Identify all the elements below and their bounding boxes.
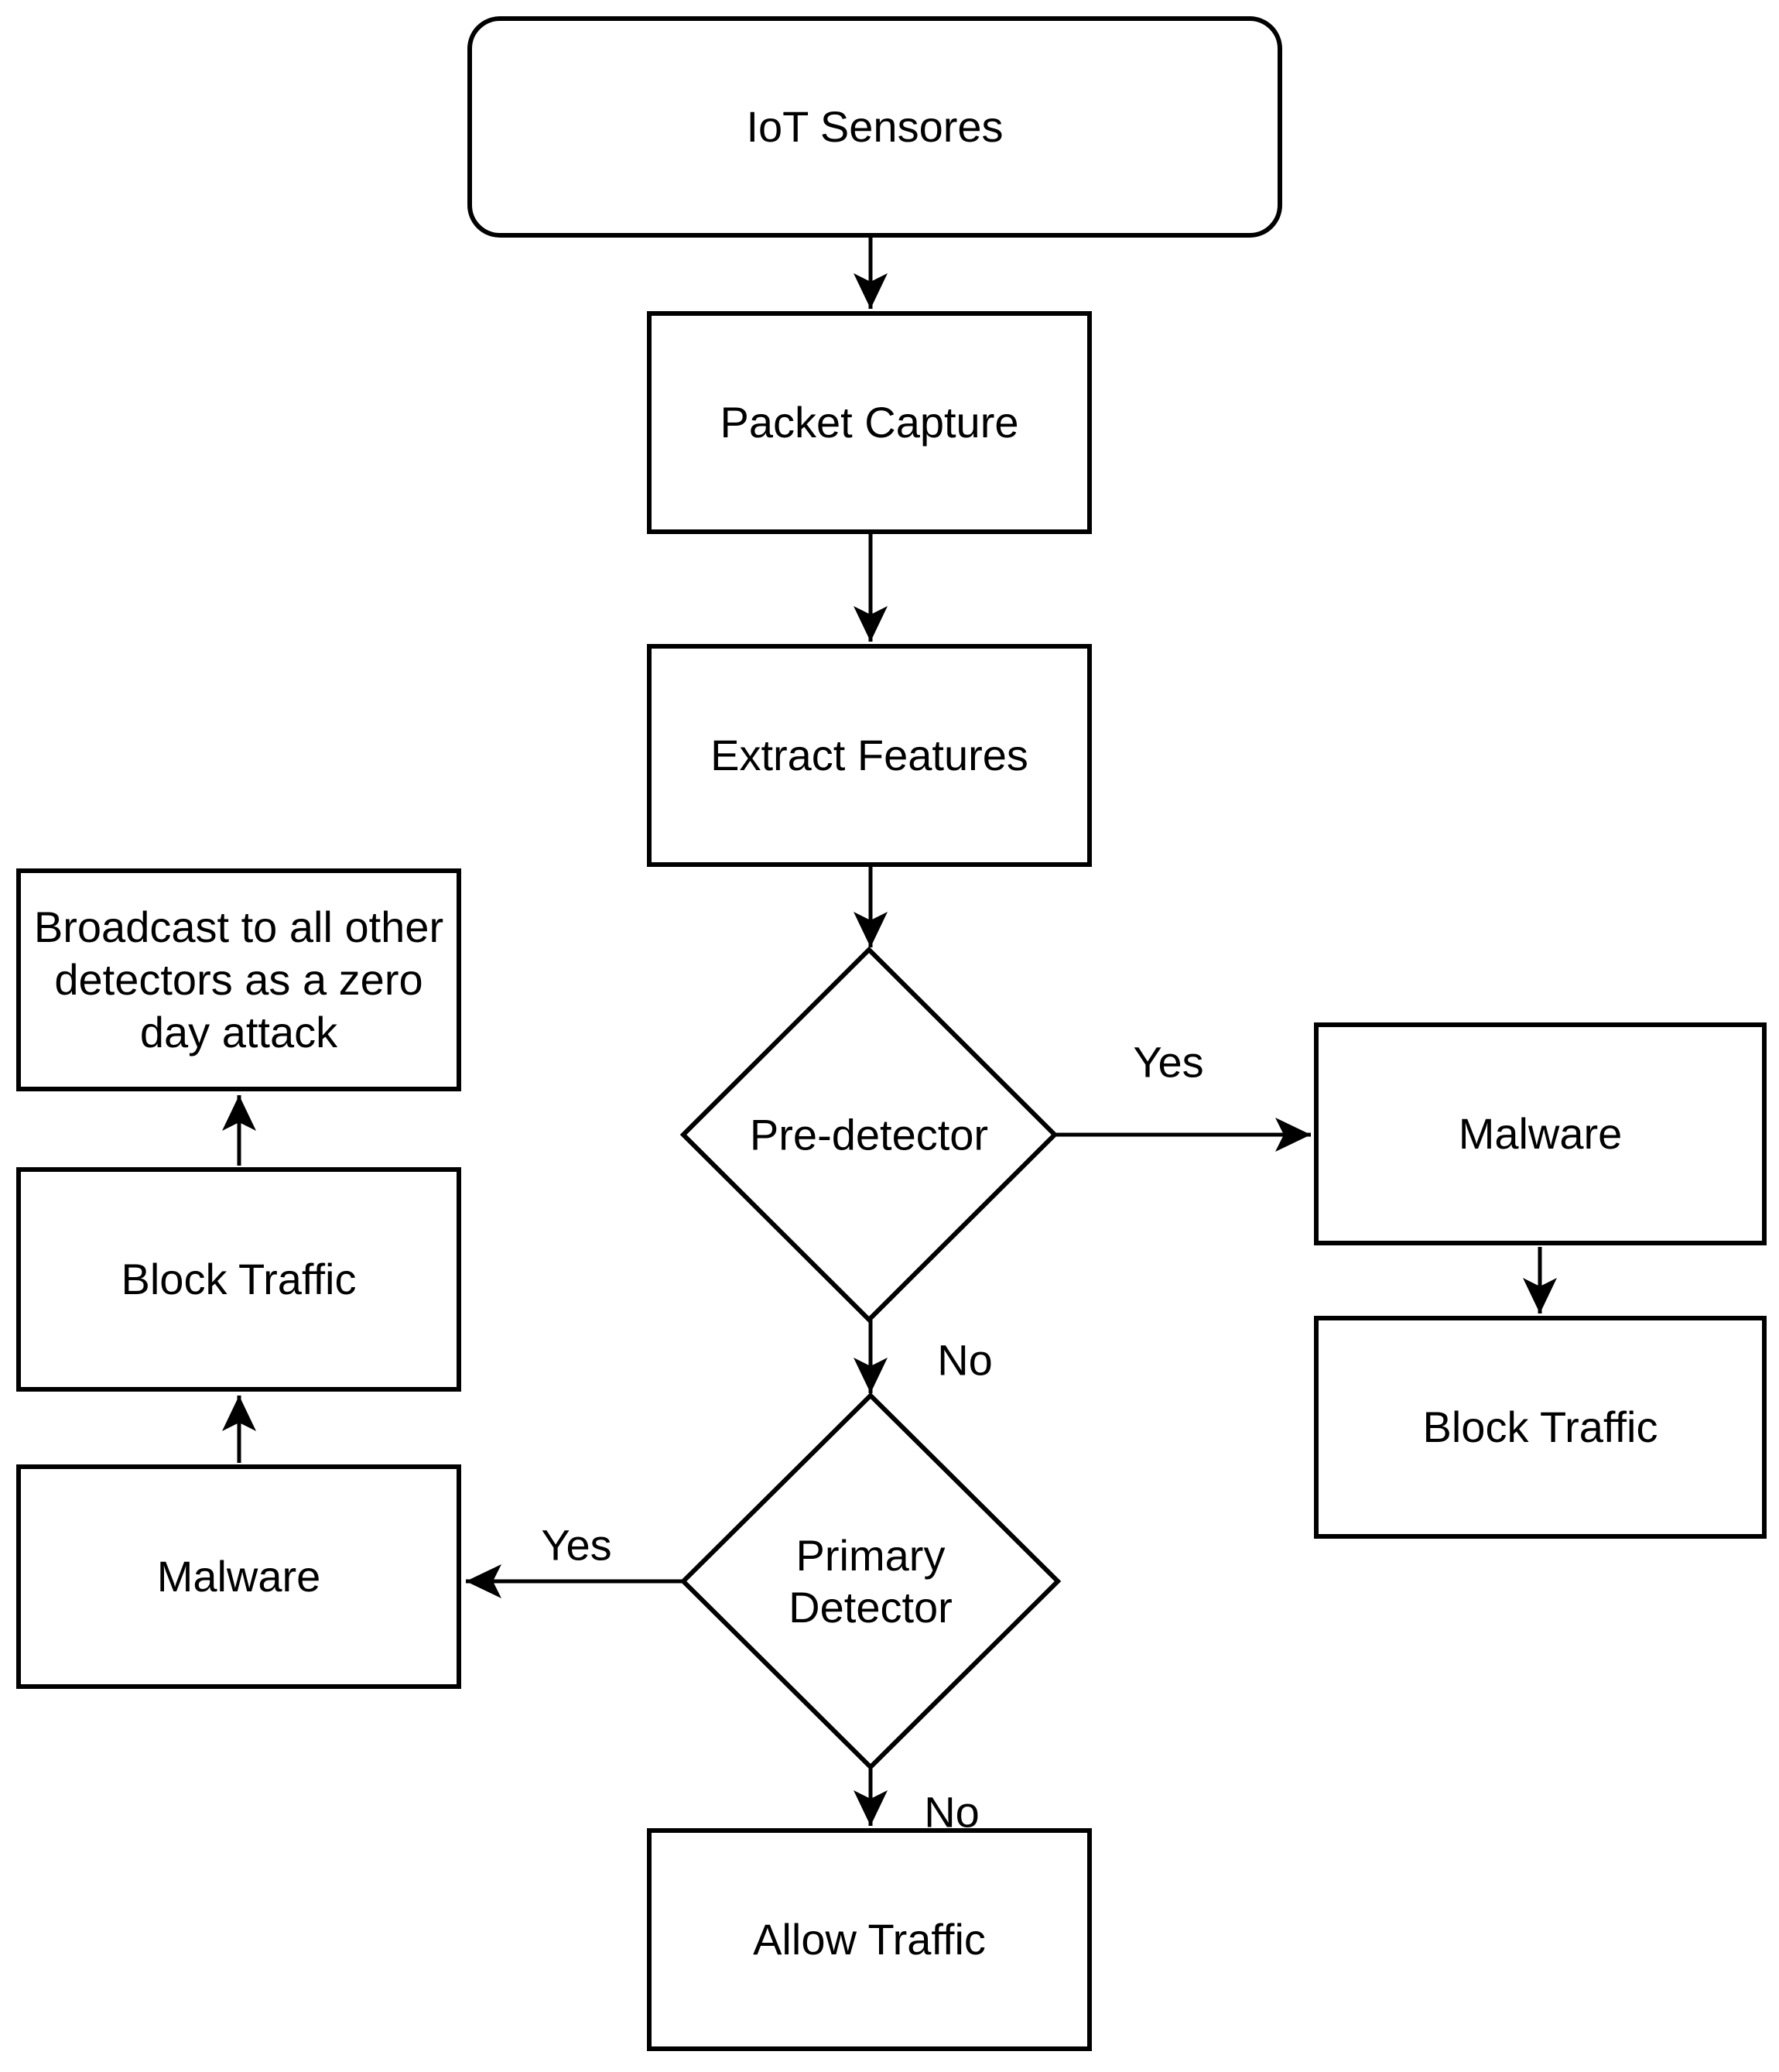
node-block-traffic-right-label: Block Traffic — [1422, 1402, 1658, 1451]
diamond-primary-detector — [679, 1392, 1062, 1771]
edge-label-pre-detector-yes: Yes — [1133, 1037, 1204, 1087]
node-allow-traffic: Allow Traffic — [647, 1828, 1092, 2051]
node-iot-sensores: IoT Sensores — [467, 16, 1282, 238]
edge-label-pre-detector-no: No — [937, 1335, 993, 1385]
node-extract-features-label: Extract Features — [710, 730, 1028, 779]
node-pre-detector-label: Pre-detector — [749, 1110, 989, 1159]
node-allow-traffic-label: Allow Traffic — [753, 1914, 986, 1964]
node-primary-detector-label: Primary Detector — [789, 1530, 953, 1632]
node-broadcast-label: Broadcast to all other detectors as a ze… — [33, 902, 444, 1057]
node-packet-capture: Packet Capture — [647, 311, 1092, 534]
node-broadcast: Broadcast to all other detectors as a ze… — [16, 868, 461, 1091]
edge-label-primary-detector-no: No — [924, 1787, 980, 1837]
node-block-traffic-left-label: Block Traffic — [121, 1254, 357, 1303]
node-malware-left-label: Malware — [156, 1551, 321, 1601]
node-packet-capture-label: Packet Capture — [720, 397, 1019, 447]
node-malware-right: Malware — [1314, 1022, 1767, 1245]
node-block-traffic-right: Block Traffic — [1314, 1316, 1767, 1539]
node-extract-features: Extract Features — [647, 644, 1092, 867]
node-malware-right-label: Malware — [1458, 1108, 1623, 1158]
node-malware-left: Malware — [16, 1464, 461, 1689]
edge-label-primary-detector-yes: Yes — [541, 1520, 612, 1570]
node-iot-sensores-label: IoT Sensores — [746, 101, 1004, 151]
node-block-traffic-left: Block Traffic — [16, 1167, 461, 1392]
